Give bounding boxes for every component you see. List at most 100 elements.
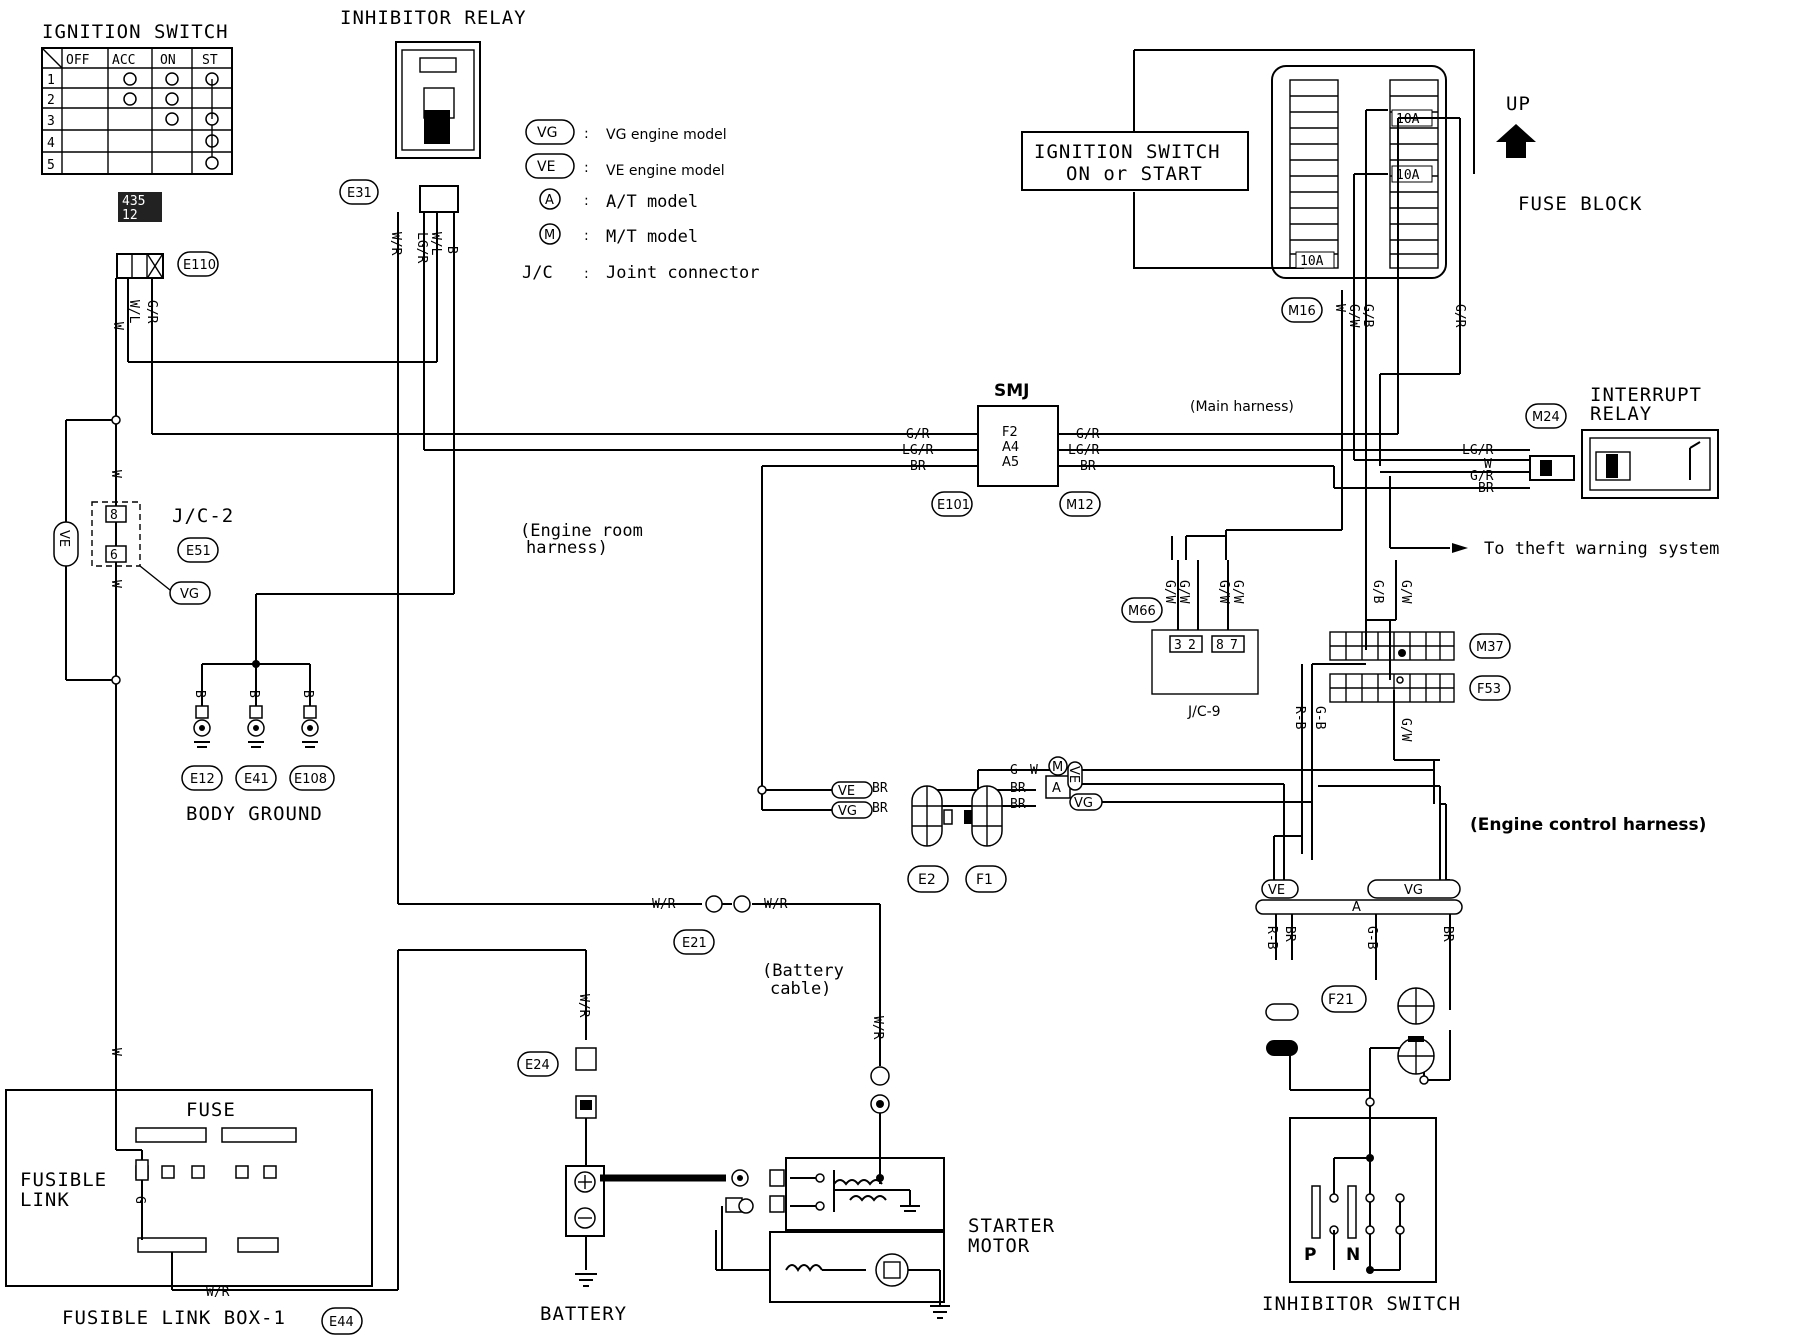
svg-text:BR: BR xyxy=(1440,926,1455,942)
battery-cable-label-2: cable) xyxy=(770,979,831,999)
svg-text:F2: F2 xyxy=(1002,425,1018,440)
ignition-switch-table: OFF ACC ON ST 1 2 3 4 5 xyxy=(41,47,233,175)
connector-e110: E110 xyxy=(177,251,219,277)
theft-arrow-icon xyxy=(1452,543,1468,553)
svg-text:E110: E110 xyxy=(183,258,216,273)
connector-m16: M16 xyxy=(1281,297,1323,323)
svg-text:B: B xyxy=(444,246,459,254)
svg-text:E2: E2 xyxy=(918,872,936,888)
fusible-link-box-title: FUSIBLE LINK BOX-1 xyxy=(62,1307,286,1329)
interrupt-relay xyxy=(1529,429,1719,499)
svg-text:2: 2 xyxy=(1188,638,1196,653)
svg-text:G/W: G/W xyxy=(1216,580,1231,604)
svg-text:G/B: G/B xyxy=(1370,580,1385,604)
svg-text::: : xyxy=(584,266,589,282)
svg-text:LG/R: LG/R xyxy=(1068,443,1099,458)
starter-title-2: MOTOR xyxy=(968,1235,1030,1257)
svg-text:3: 3 xyxy=(1174,638,1182,653)
svg-text:M/T model: M/T model xyxy=(606,227,698,247)
connector-m37: M37 xyxy=(1469,633,1511,659)
svg-text:J/C: J/C xyxy=(522,263,553,283)
svg-text:VG: VG xyxy=(1404,883,1423,898)
svg-text:W: W xyxy=(110,322,125,330)
svg-text:E24: E24 xyxy=(525,1058,550,1073)
svg-text:A4: A4 xyxy=(1002,440,1019,455)
svg-text::: : xyxy=(584,193,589,209)
svg-text:W: W xyxy=(1332,304,1347,312)
ignition-on-start-box: IGNITION SWITCH ON or START xyxy=(1021,131,1249,191)
connector-e44: E44 xyxy=(321,1307,363,1335)
svg-text:E101: E101 xyxy=(937,498,970,513)
jc2-title: J/C-2 xyxy=(172,505,234,527)
svg-text:BR: BR xyxy=(1010,781,1026,796)
svg-text:435: 435 xyxy=(122,194,145,209)
starter-title-1: STARTER xyxy=(968,1215,1055,1237)
connector-e108: E108 xyxy=(289,765,335,791)
svg-text:VE: VE xyxy=(838,784,855,799)
svg-text:G/W: G/W xyxy=(1230,580,1245,604)
connector-e31: E31 xyxy=(339,179,379,205)
svg-text:VE: VE xyxy=(1066,766,1081,783)
svg-text:E12: E12 xyxy=(190,772,215,787)
connector-m66: M66 xyxy=(1121,597,1163,623)
svg-text:A5: A5 xyxy=(1002,455,1019,470)
svg-text:VG engine model: VG engine model xyxy=(606,127,727,143)
svg-text:A: A xyxy=(1352,900,1361,915)
svg-text:E108: E108 xyxy=(294,772,327,787)
svg-text:BR: BR xyxy=(910,459,926,474)
starter-cable-terminals xyxy=(870,1066,890,1114)
interrupt-relay-title-2: RELAY xyxy=(1590,403,1652,425)
engine-control-label: (Engine control harness) xyxy=(1470,815,1706,835)
svg-text:G: G xyxy=(1010,763,1018,778)
svg-text:W: W xyxy=(1484,457,1492,472)
svg-text:UP: UP xyxy=(1506,93,1531,115)
wire-labels: W W/L G/R W/R LG/R W/L B G/R LG/R BR G/R… xyxy=(108,232,1494,1300)
m37-block xyxy=(1329,631,1455,661)
ign-head-off: OFF xyxy=(66,53,90,68)
inhibitor-switch: P N xyxy=(1289,1117,1437,1283)
svg-text:VG: VG xyxy=(1074,796,1093,811)
ign-head-on: ON xyxy=(160,53,176,68)
fuse-10a-1: 10A xyxy=(1300,254,1324,269)
connector-f1: F1 xyxy=(965,865,1007,893)
svg-text:E44: E44 xyxy=(329,1315,354,1330)
svg-text:R-B: R-B xyxy=(1264,926,1279,950)
svg-text:FUSE: FUSE xyxy=(186,1099,236,1121)
connector-e12: E12 xyxy=(181,765,223,791)
connector-f53: F53 xyxy=(1469,675,1511,701)
svg-text:BR: BR xyxy=(1010,797,1026,812)
smj-title: SMJ xyxy=(994,381,1030,401)
svg-text:A: A xyxy=(1052,781,1061,796)
svg-text:M12: M12 xyxy=(1066,498,1094,513)
svg-text:F53: F53 xyxy=(1477,682,1501,697)
svg-text:W: W xyxy=(108,580,123,588)
svg-text:W/R: W/R xyxy=(764,897,788,912)
svg-text:W: W xyxy=(1030,763,1038,778)
engine-room-label-1: (Engine room xyxy=(520,521,643,541)
svg-text:12: 12 xyxy=(122,208,138,223)
fuse-10a-2: 10A xyxy=(1396,112,1420,127)
svg-text:E41: E41 xyxy=(244,772,269,787)
e110-pin-block: 435 12 xyxy=(116,192,164,279)
connector-e51: E51 xyxy=(177,537,219,563)
svg-text:F1: F1 xyxy=(976,872,993,888)
svg-text:IGNITION SWITCH: IGNITION SWITCH xyxy=(1034,141,1221,163)
svg-text:G/W: G/W xyxy=(1398,718,1413,742)
main-harness-label: (Main harness) xyxy=(1190,399,1294,415)
svg-text:G-B: G-B xyxy=(1364,926,1379,950)
svg-text:G/W: G/W xyxy=(1162,580,1177,604)
connector-e101: E101 xyxy=(931,491,973,517)
engine-room-label-2: harness) xyxy=(526,538,608,558)
svg-text:P: P xyxy=(1304,1245,1316,1265)
svg-text:Joint connector: Joint connector xyxy=(606,263,760,283)
ign-row-4: 4 xyxy=(47,136,55,151)
e2-f1-connectors: VE VG M A VE VG xyxy=(757,756,1103,847)
connector-m24: M24 xyxy=(1525,403,1567,429)
ign-row-5: 5 xyxy=(47,158,55,173)
svg-text:G/R: G/R xyxy=(906,427,930,442)
svg-text:A: A xyxy=(545,193,554,208)
body-ground-title: BODY GROUND xyxy=(186,803,323,825)
svg-text:G/R: G/R xyxy=(144,300,159,324)
svg-text:W/L: W/L xyxy=(126,300,141,324)
